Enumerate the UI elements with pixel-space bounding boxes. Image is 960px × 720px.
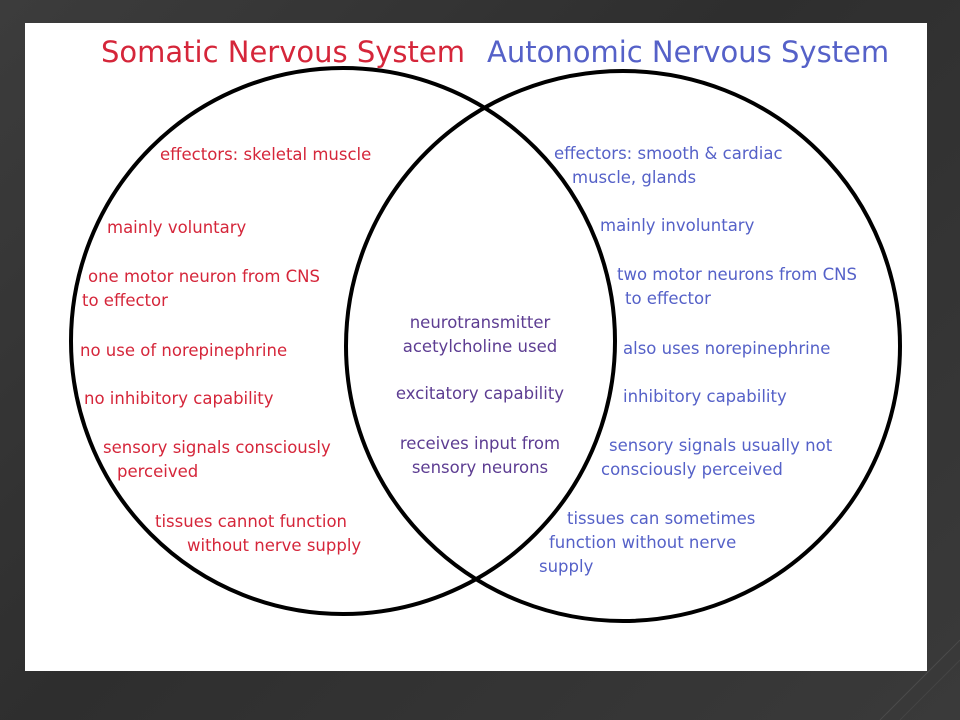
somatic-item-line: without nerve supply — [187, 536, 362, 555]
somatic-item-tissues: tissues cannot function without nerve su… — [155, 510, 361, 558]
autonomic-item-line: consciously perceived — [601, 460, 783, 479]
shared-item-line: receives input from — [399, 434, 561, 453]
somatic-item-line: no use of norepinephrine — [80, 341, 288, 360]
autonomic-item-effectors: effectors: smooth & cardiac muscle, glan… — [554, 142, 783, 190]
somatic-item-voluntary: mainly voluntary — [107, 216, 246, 240]
title-autonomic: Autonomic Nervous System — [487, 35, 890, 69]
shared-item-line: sensory neurons — [411, 458, 549, 477]
somatic-circle — [69, 66, 617, 616]
somatic-item-line: perceived — [117, 462, 199, 481]
autonomic-item-line: also uses norepinephrine — [623, 339, 831, 358]
shared-item-line: acetylcholine used — [402, 337, 558, 356]
shared-item-line: excitatory capability — [395, 384, 565, 403]
autonomic-item-tissues: tissues can sometimes function without n… — [539, 507, 756, 579]
somatic-item-sensory: sensory signals consciously perceived — [103, 436, 331, 484]
autonomic-circle — [344, 69, 902, 623]
autonomic-item-norepinephrine: also uses norepinephrine — [623, 337, 830, 361]
shared-item-excitatory: excitatory capability — [365, 382, 595, 406]
autonomic-item-inhibitory: inhibitory capability — [623, 385, 787, 409]
venn-diagram — [69, 66, 902, 623]
somatic-item-line: no inhibitory capability — [84, 389, 274, 408]
autonomic-item-line: two motor neurons from CNS — [617, 265, 857, 284]
somatic-item-line: sensory signals consciously — [103, 438, 331, 457]
autonomic-item-line: inhibitory capability — [623, 387, 787, 406]
autonomic-item-line: supply — [539, 557, 594, 576]
shared-item-line: neurotransmitter — [409, 313, 551, 332]
somatic-item-line: one motor neuron from CNS — [88, 267, 320, 286]
somatic-item-line: to effector — [82, 291, 168, 310]
autonomic-item-line: effectors: smooth & cardiac — [554, 144, 783, 163]
somatic-item-motor-neuron: one motor neuron from CNS to effector — [82, 265, 320, 313]
somatic-item-line: effectors: skeletal muscle — [160, 145, 372, 164]
autonomic-item-involuntary: mainly involuntary — [600, 214, 754, 238]
autonomic-item-line: sensory signals usually not — [609, 436, 833, 455]
autonomic-item-line: function without nerve — [549, 533, 737, 552]
shared-item-sensory-input: receives input from sensory neurons — [365, 432, 595, 480]
slide-canvas: Somatic Nervous System Autonomic Nervous… — [25, 23, 927, 671]
autonomic-item-sensory: sensory signals usually not consciously … — [601, 434, 833, 482]
autonomic-item-line: tissues can sometimes — [567, 509, 756, 528]
somatic-item-norepinephrine: no use of norepinephrine — [80, 339, 287, 363]
shared-item-acetylcholine: neurotransmitter acetylcholine used — [365, 311, 595, 359]
autonomic-item-line: muscle, glands — [572, 168, 697, 187]
somatic-item-line: tissues cannot function — [155, 512, 348, 531]
somatic-item-effectors: effectors: skeletal muscle — [160, 143, 371, 167]
somatic-item-inhibitory: no inhibitory capability — [84, 387, 274, 411]
autonomic-item-line: to effector — [625, 289, 711, 308]
somatic-item-line: mainly voluntary — [107, 218, 247, 237]
autonomic-item-line: mainly involuntary — [600, 216, 755, 235]
title-somatic: Somatic Nervous System — [101, 35, 465, 69]
autonomic-item-motor-neurons: two motor neurons from CNS to effector — [617, 263, 857, 311]
